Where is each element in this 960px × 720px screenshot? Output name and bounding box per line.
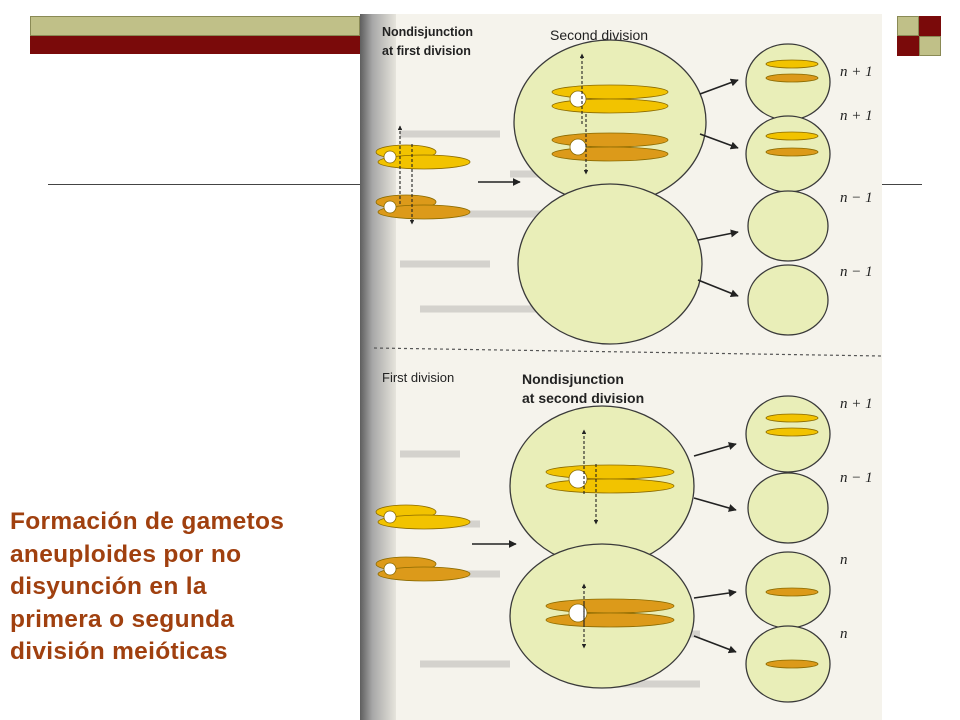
corner-square-maroon-1 [919,16,941,36]
corner-square-olive-2 [919,36,941,56]
caption-line-5: división meióticas [10,638,228,665]
gamete-label-1: n + 1 [840,64,873,80]
label-nondisjunction-first-1: Nondisjunction [382,25,473,39]
cell-top-lower [517,183,703,345]
section-divider-dashed [373,347,882,357]
gamete-cell-4 [747,264,829,336]
gamete-label-2: n + 1 [840,108,873,124]
header-maroon-band [30,36,360,54]
gamete-label-3: n − 1 [840,190,873,206]
book-spine-shadow [360,14,396,720]
gamete-cell-6 [747,472,829,544]
corner-square-olive-1 [897,16,919,36]
cell-top-upper [513,39,707,205]
corner-square-maroon-2 [897,36,919,56]
label-second-division: Second division [550,27,648,43]
label-nondisjunction-first-2: at first division [382,44,471,58]
gamete-cell-3 [747,190,829,262]
gamete-label-8: n [840,626,848,642]
header-olive-band [30,16,360,36]
label-nondisjunction-second-2: at second division [522,390,644,406]
gamete-label-7: n [840,552,848,568]
caption-line-4: primera o segunda [10,605,235,633]
gamete-label-4: n − 1 [840,264,873,280]
slide-caption: Formación de gametos aneuploides por no … [10,506,355,669]
label-first-division: First division [382,370,454,385]
caption-line-1: Formación de gametos [10,508,285,535]
gamete-label-5: n + 1 [840,396,873,412]
caption-line-2: aneuploides por no [10,540,242,568]
caption-line-3: disyunción en la [10,573,207,600]
gamete-label-6: n − 1 [840,470,873,486]
nondisjunction-figure: Nondisjunction at first division Second … [360,14,882,720]
header-decoration-bar [30,16,360,54]
label-nondisjunction-second-1: Nondisjunction [522,371,624,387]
